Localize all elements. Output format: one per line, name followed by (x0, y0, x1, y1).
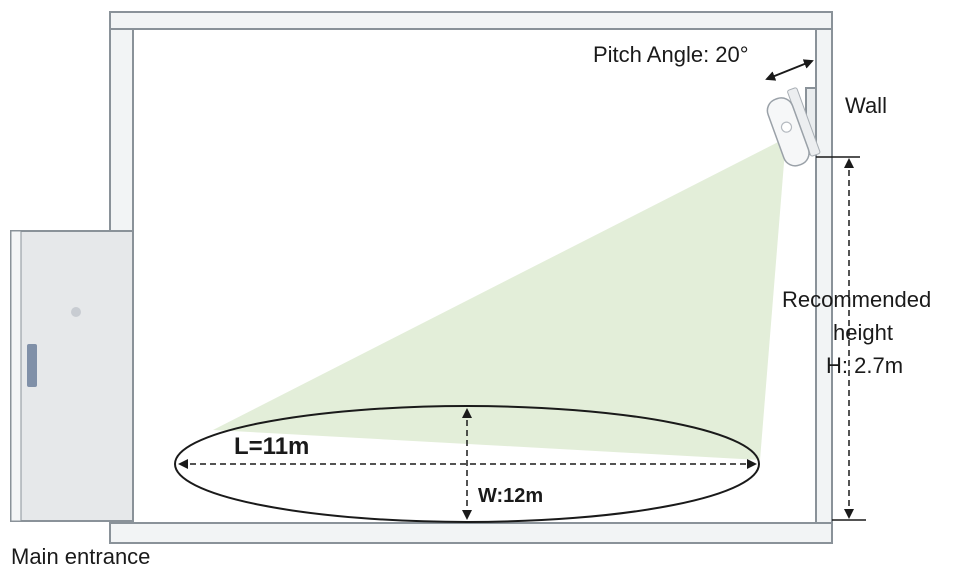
left-wall-upper (109, 28, 134, 233)
width-label: W:12m (478, 485, 543, 507)
wall-label: Wall (845, 93, 887, 118)
right-wall (815, 28, 833, 524)
door-frame (10, 230, 134, 522)
door-peephole (71, 307, 81, 317)
camera-lens (780, 121, 793, 133)
top-wall (109, 11, 833, 30)
length-label: L=11m (234, 433, 309, 460)
recommended-height-line1: Recommended (782, 287, 931, 312)
recommended-height-line2: height (833, 320, 893, 345)
door-handle (27, 344, 37, 387)
camera-icon (766, 87, 821, 167)
door-inner-edge (10, 230, 22, 522)
pitch-angle-arrow (765, 59, 814, 81)
main-entrance-label: Main entrance (11, 544, 150, 566)
main-entrance-door (10, 230, 134, 522)
pitch-angle-label: Pitch Angle: 20° (593, 42, 749, 67)
recommended-height-value: H: 2.7m (826, 353, 903, 378)
coverage-ellipse (174, 405, 760, 523)
coverage-cone (213, 138, 786, 460)
bottom-wall (109, 522, 833, 544)
